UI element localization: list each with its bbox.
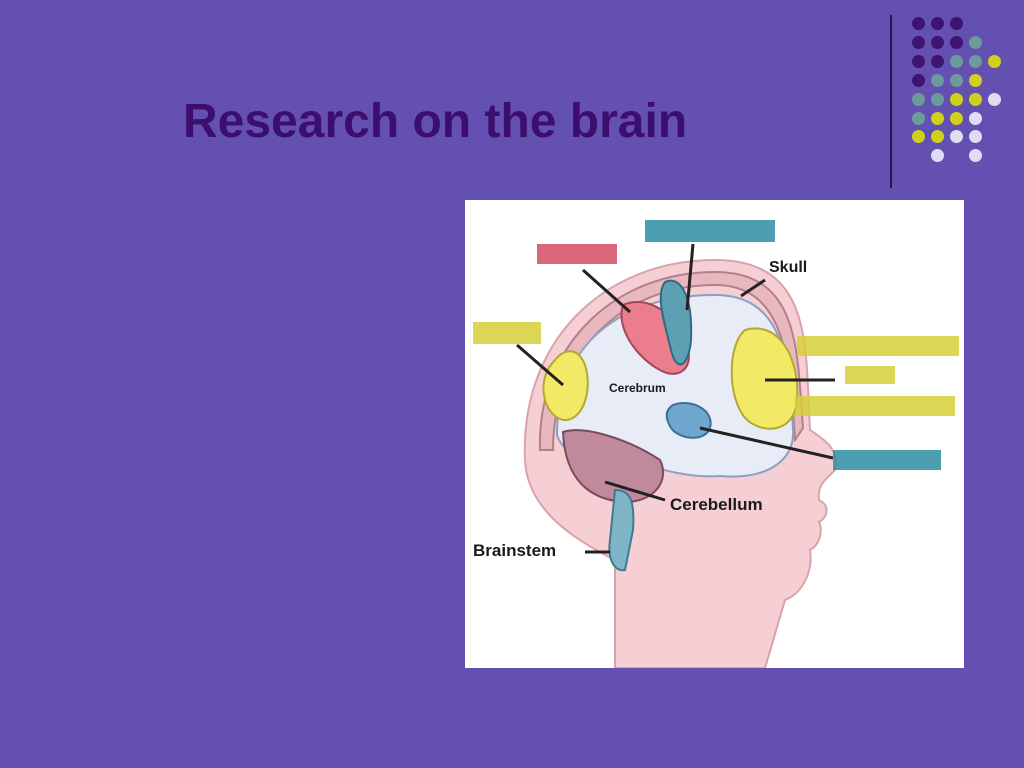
label-cerebellum: Cerebellum [670,495,763,514]
blurred-label-teal-top [645,220,775,242]
decor-dot [912,112,925,125]
decor-dot [950,17,963,30]
decor-dot [912,17,925,30]
decorative-dot-grid [0,0,1024,200]
brain-diagram-image: Skull Cerebrum Cerebellum Brainstem [465,200,964,668]
blurred-label-yellow-left [473,322,541,344]
decor-dot [931,130,944,143]
blurred-label-yellow-right-2 [845,366,895,384]
decor-dot [969,130,982,143]
decor-dot [931,74,944,87]
yellow-lobe-back [542,350,589,422]
label-brainstem: Brainstem [473,541,556,560]
decor-dot [969,93,982,106]
decor-dot [912,55,925,68]
decor-dot [912,36,925,49]
decor-dot [931,36,944,49]
decor-dot [988,55,1001,68]
decor-dot [950,93,963,106]
decor-dot [969,112,982,125]
yellow-lobe-front [730,327,799,430]
decor-dot [950,74,963,87]
decor-dot [950,55,963,68]
title-divider-line [890,15,892,188]
blue-center [665,402,712,439]
blurred-label-yellow-right-3 [795,396,955,416]
decor-dot [950,36,963,49]
decor-dot [950,112,963,125]
blurred-label-yellow-right-1 [797,336,959,356]
decor-dot [969,55,982,68]
blurred-label-teal-right [833,450,941,470]
decor-dot [969,36,982,49]
label-skull: Skull [769,259,807,276]
slide-title: Research on the brain [183,95,688,148]
decor-dot [931,17,944,30]
decor-dot [912,93,925,106]
decor-dot [931,55,944,68]
decor-dot [912,74,925,87]
decor-dot [912,130,925,143]
decor-dot [931,112,944,125]
decor-dot [969,74,982,87]
decor-dot [931,149,944,162]
decor-dot [931,93,944,106]
label-cerebrum: Cerebrum [609,381,666,395]
decor-dot [988,93,1001,106]
cerebellum-shape [561,429,665,504]
decor-dot [969,149,982,162]
decor-dot [950,130,963,143]
teal-tube [659,279,693,366]
blurred-label-pink [537,244,617,264]
